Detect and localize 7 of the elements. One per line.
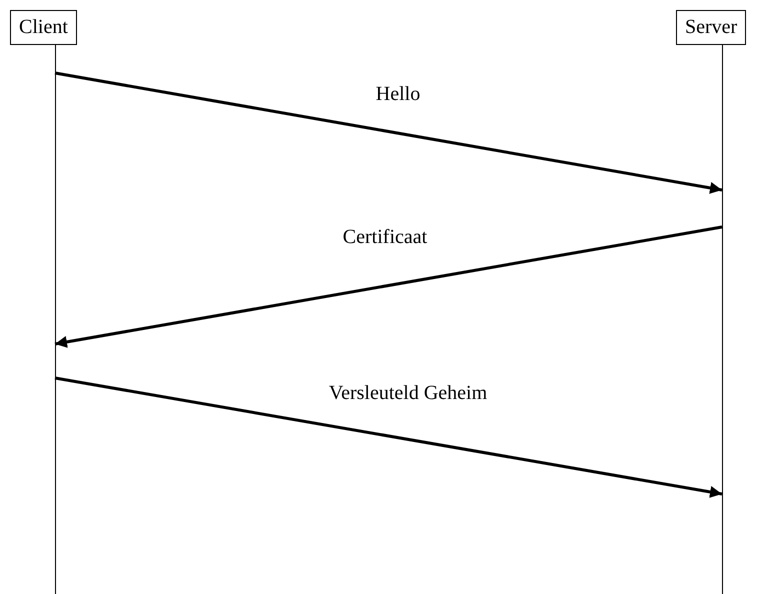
message-arrow [54,72,722,194]
message-arrow [54,376,722,498]
participant-label: Client [10,10,77,45]
message-arrow [54,226,722,348]
participant-label: Server [676,10,746,45]
participant [10,10,77,594]
participant [676,10,746,594]
